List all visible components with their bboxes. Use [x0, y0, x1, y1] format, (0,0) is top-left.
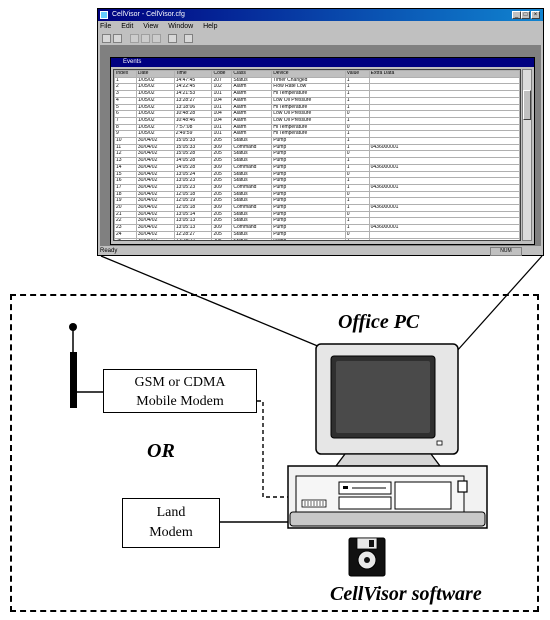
- events-window-title: Events: [123, 59, 142, 65]
- menu-edit[interactable]: Edit: [121, 23, 134, 30]
- status-text: Ready: [100, 248, 118, 254]
- table-cell: 205: [211, 237, 233, 240]
- window-title: CellVisor - CellVisor.cfg: [112, 11, 185, 18]
- vertical-scrollbar[interactable]: [522, 69, 532, 241]
- close-icon[interactable]: ×: [531, 11, 540, 19]
- desktop-computer-icon: [287, 465, 488, 529]
- office-pc-label: Office PC: [338, 311, 420, 333]
- menu-file[interactable]: File: [100, 23, 112, 30]
- table-cell: 25: [114, 237, 137, 240]
- gsm-connection-dashed: [257, 400, 288, 498]
- gsm-cdma-modem-box: GSM or CDMA Mobile Modem: [103, 369, 257, 413]
- background-child-window[interactable]: [103, 47, 538, 57]
- events-window-title-bar[interactable]: Events: [111, 58, 534, 67]
- antenna-icon: [69, 323, 77, 408]
- monitor-icon: [315, 343, 459, 467]
- status-bar: Ready NUM: [100, 247, 541, 256]
- cut-icon[interactable]: [130, 34, 139, 43]
- save-icon[interactable]: [113, 34, 122, 43]
- num-lock-indicator: NUM: [490, 247, 522, 256]
- copy-icon[interactable]: [141, 34, 150, 43]
- gsm-box-line2: Mobile Modem: [136, 394, 224, 409]
- window-title-bar: CellVisor - CellVisor.cfg: [98, 9, 543, 21]
- minimize-icon[interactable]: _: [512, 11, 521, 19]
- open-icon[interactable]: [102, 34, 111, 43]
- software-screenshot-window: CellVisor - CellVisor.cfg _ □ × File Edi…: [97, 8, 544, 256]
- help-icon[interactable]: [184, 34, 193, 43]
- menu-help[interactable]: Help: [203, 23, 218, 30]
- table-cell: [368, 237, 520, 240]
- maximize-icon[interactable]: □: [521, 11, 530, 19]
- menu-view[interactable]: View: [143, 23, 159, 30]
- callout-line-left: [100, 255, 321, 348]
- menu-window[interactable]: Window: [168, 23, 194, 30]
- toolbar: [100, 33, 541, 46]
- land-box-line2: Modem: [149, 525, 193, 540]
- paste-icon[interactable]: [152, 34, 161, 43]
- system-boundary-frame: [10, 294, 539, 612]
- cellvisor-software-label: CellVisor software: [330, 583, 482, 605]
- callout-line-right: [455, 255, 543, 353]
- app-icon: [100, 11, 108, 19]
- land-box-line1: Land: [156, 505, 186, 520]
- table-cell: Status: [231, 237, 273, 240]
- menu-bar: File Edit View Window Help: [100, 22, 226, 32]
- or-label: OR: [147, 440, 175, 462]
- print-icon[interactable]: [168, 34, 177, 43]
- scroll-thumb[interactable]: [523, 90, 531, 120]
- floppy-disk-icon: [348, 537, 386, 577]
- gsm-box-line1: GSM or CDMA: [134, 375, 226, 390]
- land-modem-box: Land Modem: [122, 498, 220, 548]
